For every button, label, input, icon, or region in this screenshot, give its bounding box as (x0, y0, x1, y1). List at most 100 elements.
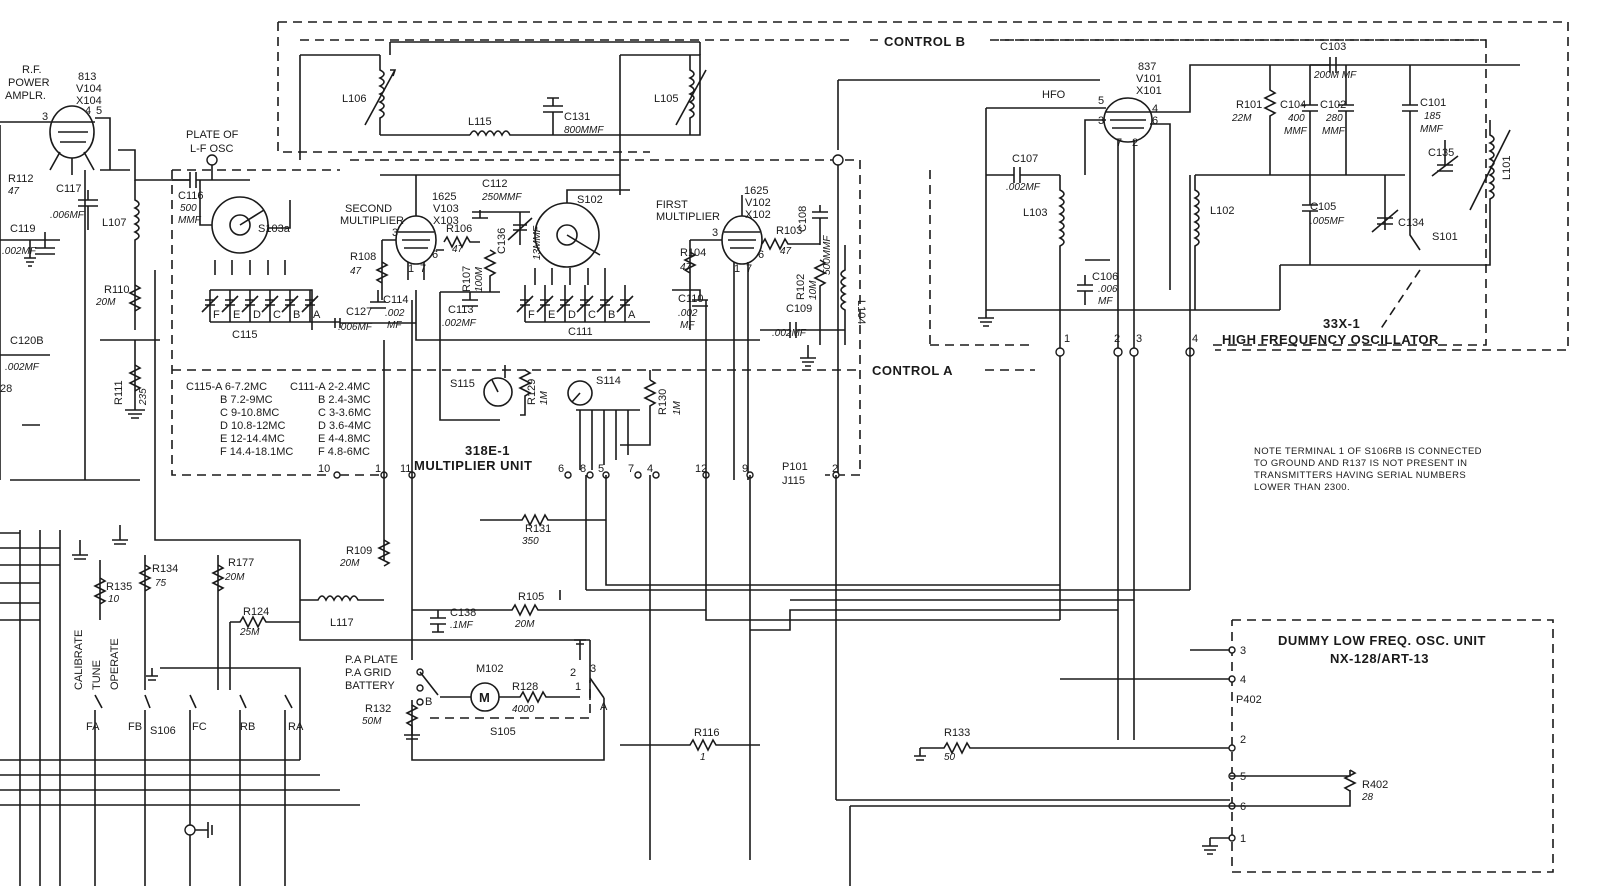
r111-label: R111 (113, 380, 125, 405)
r177-label: R177 (228, 557, 254, 569)
c108-value: 500MMF (822, 235, 833, 275)
pa-grid-label: P.A GRID (345, 667, 391, 679)
c116-value-2: MMF (178, 215, 202, 226)
r105-value: 20M (514, 619, 535, 630)
svg-text:6: 6 (1152, 115, 1158, 127)
c111-band-row: D 3.6-4MC (318, 420, 371, 432)
l107-coil (133, 180, 140, 330)
conn-4: 4 (1192, 333, 1198, 345)
s115-switch (483, 377, 513, 407)
control-b-label: CONTROL B (884, 34, 966, 49)
c115-band-row: E 12-14.4MC (220, 433, 285, 445)
r101-label: R101 (1236, 99, 1262, 111)
r116-value: 1 (700, 752, 706, 763)
l101-coil (1488, 120, 1495, 250)
c101-value-1: 185 (1424, 111, 1441, 122)
r106-label: R106 (446, 223, 472, 235)
m102-label: M102 (476, 663, 504, 675)
calibrate-label: CALIBRATE (73, 630, 85, 690)
c115-section-letter: A (313, 309, 321, 321)
svg-text:2: 2 (570, 667, 576, 679)
r103-label: R103 (776, 225, 802, 237)
v103-num: 1625 (432, 191, 456, 203)
c134-label: C134 (1398, 217, 1424, 229)
l104-coil (840, 245, 847, 345)
c109-label: C109 (786, 303, 812, 315)
r112-label: R112 (8, 173, 33, 185)
mult-unit-title-1: 318E-1 (465, 443, 510, 458)
c131-value: 800MMF (564, 125, 604, 136)
r128-label: R128 (512, 681, 538, 693)
c113-label: C113 (448, 304, 473, 316)
svg-text:3: 3 (712, 227, 718, 239)
c107-value: .002MF (1006, 182, 1041, 193)
r129-label: R129 (526, 379, 538, 405)
l103-coil (1058, 175, 1065, 310)
c113-value: .002MF (442, 318, 477, 329)
pin-4: 4 (647, 463, 653, 475)
note-block: NOTE TERMINAL 1 OF S106RB IS CONNECTED T… (1254, 446, 1482, 493)
c106-value-1: .006 (1098, 284, 1118, 295)
l102-coil (1193, 175, 1200, 310)
control-b-box: CONTROL B (277, 21, 1569, 351)
r108-value: 47 (350, 266, 362, 277)
c111-section-letter: A (628, 309, 636, 321)
v101-num: 837 (1138, 61, 1156, 73)
s103a-label: S103a (258, 223, 291, 235)
c104-value-1: 400 (1288, 113, 1305, 124)
svg-text:6: 6 (432, 249, 438, 261)
rb-label: RB (240, 721, 255, 733)
r131-label: R131 (525, 523, 551, 535)
c120b-value: .002MF (5, 362, 40, 373)
note-line-1: NOTE TERMINAL 1 OF S106RB IS CONNECTED (1254, 446, 1482, 457)
r133-label: R133 (944, 727, 970, 739)
dummy-lfo-unit: DUMMY LOW FREQ. OSC. UNIT NX-128/ART-13 … (849, 619, 1554, 886)
second-mult-label-1: SECOND (345, 203, 392, 215)
svg-text:3: 3 (392, 227, 398, 239)
conn-3: 3 (1136, 333, 1142, 345)
c108-label: C108 (797, 206, 809, 232)
svg-text:1: 1 (734, 263, 740, 275)
svg-text:7: 7 (1116, 137, 1122, 149)
c127-label: C127 (346, 306, 372, 318)
l103-label: L103 (1023, 207, 1047, 219)
svg-text:7: 7 (420, 263, 426, 275)
r132-label: R132 (365, 703, 391, 715)
c114-value-1: .002 (385, 308, 405, 319)
battery-label: BATTERY (345, 680, 395, 692)
plate-of-label-2: L-F OSC (190, 143, 233, 155)
s114-switch (567, 380, 593, 406)
v103-x: X103 (433, 215, 459, 227)
c117-value: .006MF (50, 210, 85, 221)
pa-plate-label: P.A PLATE (345, 654, 398, 666)
svg-text:1: 1 (575, 681, 581, 693)
pa-title-3: AMPLR. (5, 90, 46, 102)
p402-pin-5: 5 (1240, 771, 1246, 783)
c111-section-letter: C (588, 309, 596, 321)
c111-section-letter: B (608, 309, 615, 321)
r103-value: 47 (780, 246, 792, 257)
c103-label: C103 (1320, 41, 1346, 53)
l106-coil (378, 55, 385, 135)
r402-value: 28 (1361, 792, 1374, 803)
c115-band-row: B 7.2-9MC (220, 394, 273, 406)
multiplier-switches: S115 R129 1M S114 R130 1M (450, 365, 683, 470)
c111-band-row: C 3-3.6MC (318, 407, 371, 419)
fc-label: FC (192, 721, 207, 733)
top-tank-circuit: L106 L115 C131 800MMF L105 (299, 41, 707, 195)
svg-text:4: 4 (85, 105, 91, 117)
plate-of-label-1: PLATE OF (186, 129, 239, 141)
r135-value: 10 (108, 594, 120, 605)
c104-value-2: MMF (1284, 126, 1308, 137)
svg-text:6: 6 (758, 249, 764, 261)
high-frequency-oscillator: HFO 837 V101 X101 5 3 4 6 7 2 C107 .002M… (978, 41, 1520, 740)
c111-band-row: E 4-4.8MC (318, 433, 371, 445)
c115-trimmers (201, 290, 340, 323)
c111-band-row: F 4.8-6MC (318, 446, 370, 458)
c115-section-letter: D (253, 309, 261, 321)
dummy-title-1: DUMMY LOW FREQ. OSC. UNIT (1278, 633, 1486, 648)
c111-band-row: C111-A 2-2.4MC (290, 381, 370, 393)
pin-11: 11 (400, 463, 411, 475)
v101-v: V101 (1136, 73, 1162, 85)
